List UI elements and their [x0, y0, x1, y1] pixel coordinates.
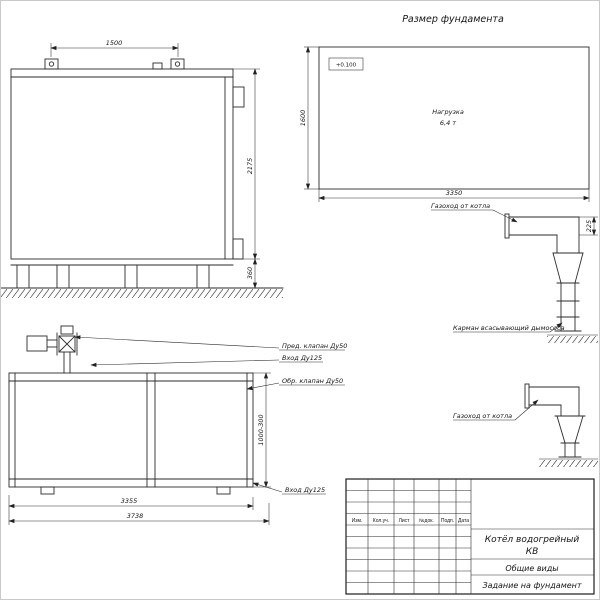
boiler-side-view: 1500 2175 360	[1, 39, 284, 298]
elevation-text: +0.100	[336, 63, 357, 69]
boiler-plan-view: Пред. клапан Ду50 Вход Ду125 Обр. клапан…	[8, 325, 347, 525]
title-block-grid	[346, 479, 594, 594]
flue-top-linework	[504, 213, 584, 332]
load-label-line2: 6,4 т	[440, 119, 456, 127]
dim-3355	[8, 495, 254, 510]
flue-bottom-linework	[524, 383, 586, 458]
dim-3350	[318, 189, 590, 202]
inlet-bottom-label: Вход Ду125	[285, 486, 325, 494]
tb-header-podp: Подп.	[441, 518, 454, 524]
tb-doc-task: Задание на фундамент	[482, 581, 581, 590]
title-block: Изм. Кол.уч. Лист №док. Подп. Дата Котёл…	[345, 478, 595, 595]
tb-header-izm: Изм.	[352, 518, 363, 524]
flue-bottom-leader	[453, 399, 539, 421]
dim-360-text: 360	[246, 267, 254, 279]
dim-1500	[50, 43, 179, 57]
flue-top-label: Газоход от котла	[431, 202, 490, 210]
dim-1600-text: 1600	[299, 110, 307, 127]
tb-header-data: Дата	[458, 518, 469, 524]
tb-header-list: Лист	[399, 518, 411, 524]
dim-1600	[304, 46, 319, 190]
valve-assembly	[26, 325, 78, 374]
check-valve-label: Обр. клапан Ду50	[282, 377, 343, 385]
pocket-leader	[453, 322, 563, 333]
boiler-support-frame	[10, 264, 234, 289]
flue-top-leader	[431, 209, 518, 223]
dim-360	[241, 258, 260, 289]
tb-doc-type: Общие виды	[505, 564, 558, 573]
tb-header-koluch: Кол.уч.	[373, 518, 389, 524]
pocket-label: Карман всасывающий дымососа	[453, 324, 565, 332]
dim-1500-text: 1500	[106, 39, 123, 47]
load-label-line1: Нагрузка	[432, 108, 464, 116]
dim-depth-text: 1000-300	[257, 414, 265, 445]
elevation-mark	[328, 57, 364, 71]
tb-product-line2: КВ	[526, 547, 539, 557]
inlet-top-label: Вход Ду125	[282, 354, 322, 362]
ground-hatch-left	[1, 287, 284, 298]
dim-3355-text: 3355	[121, 497, 138, 505]
foundation-outline	[318, 46, 590, 190]
tb-header-ndok: №док.	[419, 518, 434, 524]
ground-hatch-flue-top	[547, 334, 598, 343]
ground-hatch-flue-bottom	[539, 458, 598, 467]
tb-product-line1: Котёл водогрейный	[485, 535, 580, 545]
flue-duct-top: Газоход от котла 225 Карман всасывающий …	[431, 202, 598, 343]
foundation-title: Размер фундамента	[402, 14, 504, 25]
safety-valve-label: Пред. клапан Ду50	[282, 342, 347, 350]
foundation-plan: Размер фундамента +0.100 Нагрузка 6,4 т …	[299, 14, 590, 202]
tank-outline	[8, 372, 254, 495]
dim-225-text: 225	[585, 220, 593, 232]
flue-duct-bottom: Газоход от котла	[453, 383, 598, 467]
inlet-top-leader	[90, 359, 323, 367]
check-valve-leader	[246, 382, 345, 391]
safety-valve-leader	[74, 335, 345, 351]
dim-225	[579, 216, 598, 236]
dim-3738-text: 3738	[127, 512, 144, 520]
flue-bottom-label: Газоход от котла	[453, 412, 512, 420]
dim-3738	[8, 503, 270, 525]
dim-2175-text: 2175	[246, 158, 254, 175]
dim-3350-text: 3350	[446, 189, 463, 197]
boiler-body-outline	[10, 58, 245, 260]
dim-depth	[253, 372, 271, 488]
